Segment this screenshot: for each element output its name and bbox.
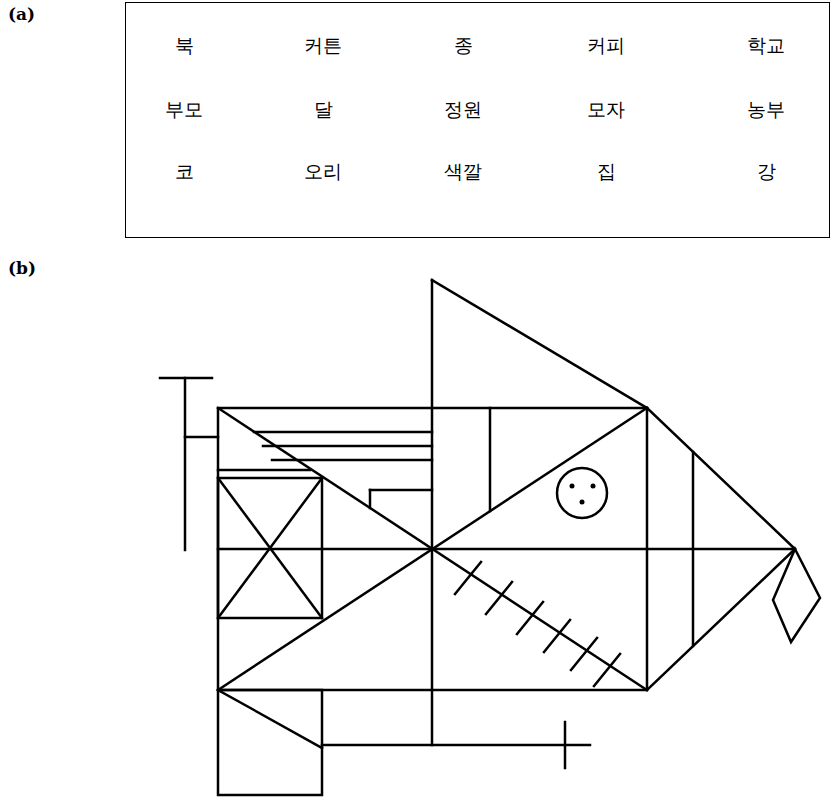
small-box-line [369, 490, 372, 508]
cross-rectangle [218, 478, 322, 618]
word-item: 커튼 [304, 34, 342, 57]
vertical-midline [431, 280, 434, 745]
bottom-diagonal [218, 690, 322, 748]
bottom-line [322, 744, 590, 747]
short-vertical [489, 408, 492, 511]
cross-line [218, 478, 322, 618]
word-item: 커피 [587, 34, 625, 57]
word-item: 농부 [747, 98, 785, 121]
triangle-vertical [692, 452, 695, 646]
circle-dots [570, 484, 596, 505]
parallel-line [263, 445, 432, 448]
word-item: 정원 [444, 98, 482, 121]
circle-face [557, 468, 607, 518]
panel-label: (a) [8, 4, 35, 24]
word-item: 모자 [587, 98, 625, 121]
parallel-line [254, 431, 432, 434]
word-item: 코 [175, 160, 194, 183]
word-item: 종 [454, 34, 473, 57]
word-item: 색깔 [444, 160, 482, 183]
bottom-cross [564, 722, 567, 768]
word-item: 학교 [747, 34, 785, 57]
word-item: 달 [314, 98, 333, 121]
diamond-shape [773, 549, 820, 642]
word-item: 오리 [304, 160, 342, 183]
top-triangle [432, 280, 647, 408]
panel-label: (b) [8, 258, 36, 278]
word-item: 집 [597, 160, 616, 183]
parallel-line [272, 459, 432, 462]
cross-line [218, 478, 322, 618]
cross-symbol [160, 377, 212, 380]
word-item: 강 [757, 160, 776, 183]
bottom-square [218, 690, 322, 795]
small-box-line [370, 489, 432, 492]
word-item: 부모 [165, 98, 203, 121]
word-list-box: 북 커튼 종 커피 학교부모 달 정원 모자 농부코 오리 색깔 집 강 [125, 2, 830, 238]
cross-symbol [185, 436, 218, 439]
right-triangle [647, 408, 795, 690]
cross-symbol [184, 378, 187, 550]
hatch-marks [455, 562, 620, 686]
word-item: 북 [175, 34, 194, 57]
parallel-line [218, 469, 310, 472]
horizontal-midline [218, 548, 795, 551]
